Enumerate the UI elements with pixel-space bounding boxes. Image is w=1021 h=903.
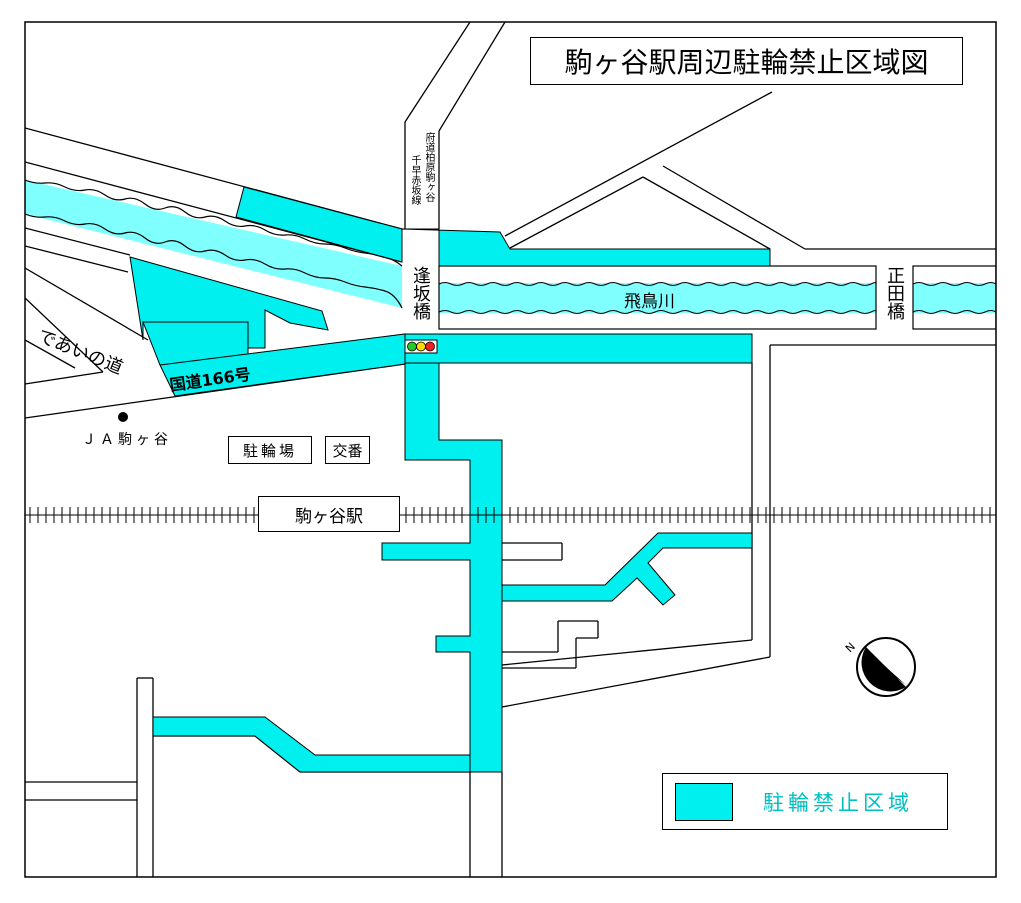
parking-lot-label: 駐輪場 — [242, 441, 297, 460]
label-river: 飛鳥川 — [624, 292, 675, 312]
station-label: 駒ヶ谷駅 — [295, 506, 363, 527]
legend-swatch — [675, 782, 733, 821]
svg-text:N: N — [843, 640, 858, 655]
label-prefectural-road-2: 千早赤坂線 — [409, 155, 420, 205]
label-prefectural-road: 府道柏原駒ヶ谷 — [423, 132, 434, 202]
parking-lot: 駐輪場 — [228, 436, 312, 464]
map-title-text: 駒ヶ谷駅周辺駐輪禁止区域図 — [564, 46, 929, 79]
asuka-river — [25, 179, 996, 330]
map-border — [24, 21, 997, 878]
label-bridge-osaka: 逢坂橋 — [410, 266, 431, 320]
koban-label: 交番 — [332, 441, 363, 460]
label-bridge-shoda: 正田橋 — [884, 266, 905, 320]
koban: 交番 — [325, 436, 370, 464]
no-parking-zones — [129, 186, 771, 773]
map-title: 駒ヶ谷駅周辺駐輪禁止区域図 — [530, 37, 963, 85]
roads — [25, 22, 996, 877]
legend-label: 駐輪禁止区域 — [763, 790, 913, 815]
traffic-signal-icon — [404, 339, 438, 354]
label-ja: ＪＡ駒ヶ谷 — [82, 432, 172, 448]
station: 駒ヶ谷駅 — [258, 496, 400, 532]
dot-marker-icon — [118, 412, 128, 422]
north-compass-icon: N — [843, 637, 916, 697]
railway — [25, 507, 996, 523]
legend: 駐輪禁止区域 — [662, 773, 948, 830]
